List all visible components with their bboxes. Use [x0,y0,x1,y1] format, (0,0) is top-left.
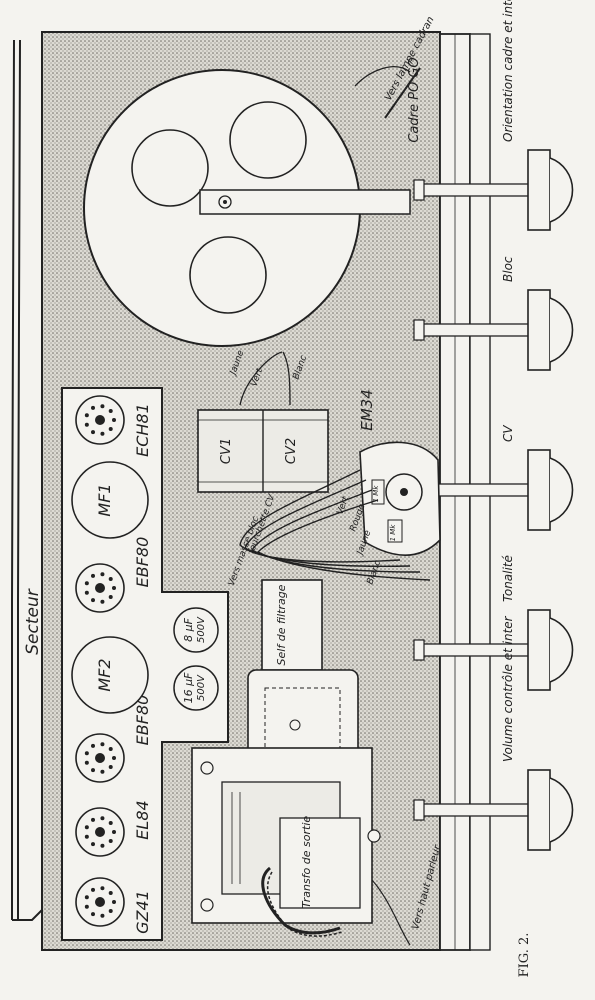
variable-capacitor: CV1 CV2 fourchette CV Vers masse bloc Ja… [197,349,329,587]
tube-socket-1: ECH81 [75,395,152,457]
tube-label-5: GZ41 [133,890,152,934]
em34-label: EM34 [358,389,376,431]
capacitor-16uf: 16 µF 500V [173,665,219,711]
mf1-label: MF1 [95,483,114,516]
svg-text:8 µF: 8 µF [182,617,195,641]
control-knob-4[interactable]: Tonalité [413,555,574,691]
svg-text:500V: 500V [196,674,207,701]
mf2-can: MF2 [71,636,149,714]
cadre-label: Cadre PO GO [407,57,422,142]
cv1-label: CV1 [219,438,234,464]
cv2-label: CV2 [284,438,299,464]
filter-choke: Self de filtrage [247,579,359,779]
tube-label-4: EL84 [133,800,152,839]
control-label-2: Bloc [501,256,515,282]
svg-text:Self de filtrage: Self de filtrage [275,584,288,665]
svg-text:Transfo de sortie: Transfo de sortie [300,816,313,909]
tube-label-3: EBF80 [133,695,152,746]
svg-text:1 Mk: 1 Mk [389,524,397,542]
control-knob-5[interactable]: Volume contrôle et inter [413,615,574,851]
tube-label-1: ECH81 [133,403,152,457]
svg-text:16 µF: 16 µF [182,672,195,703]
control-label-1: Orientation cadre et inter. antenne [501,0,515,142]
mf1-can: MF1 [71,461,149,539]
tube-socket-3: EBF80 [75,695,152,783]
control-label-4: Tonalité [501,555,515,602]
control-knob-3[interactable]: CV [413,425,574,531]
frame-antenna [83,69,411,347]
svg-text:500V: 500V [196,616,207,643]
control-knob-2[interactable]: Bloc [413,256,574,371]
mf2-label: MF2 [95,658,114,691]
control-label-3: CV [501,425,515,442]
svg-text:1 Mk: 1 Mk [372,485,380,503]
tube-socket-4: EL84 [75,800,152,857]
control-label-5: Volume contrôle et inter [501,615,515,762]
figure-label: FIG. 2. [517,933,532,978]
tube-socket-5: GZ41 [75,877,152,934]
control-knobs: Orientation cadre et inter. antenneBlocC… [413,0,574,851]
power-cord [11,39,43,921]
eye-tube-em34: 1 Mk 1 Mk EM34 [358,389,441,557]
tube-label-2: EBF80 [133,537,152,588]
secteur-label: Secteur [23,588,43,654]
tube-socket-2: EBF80 [75,537,152,613]
control-knob-1[interactable]: Orientation cadre et inter. antenne [413,0,574,231]
output-transformer: Transfo de sortie [191,747,411,946]
capacitor-8uf: 8 µF 500V [173,607,219,653]
